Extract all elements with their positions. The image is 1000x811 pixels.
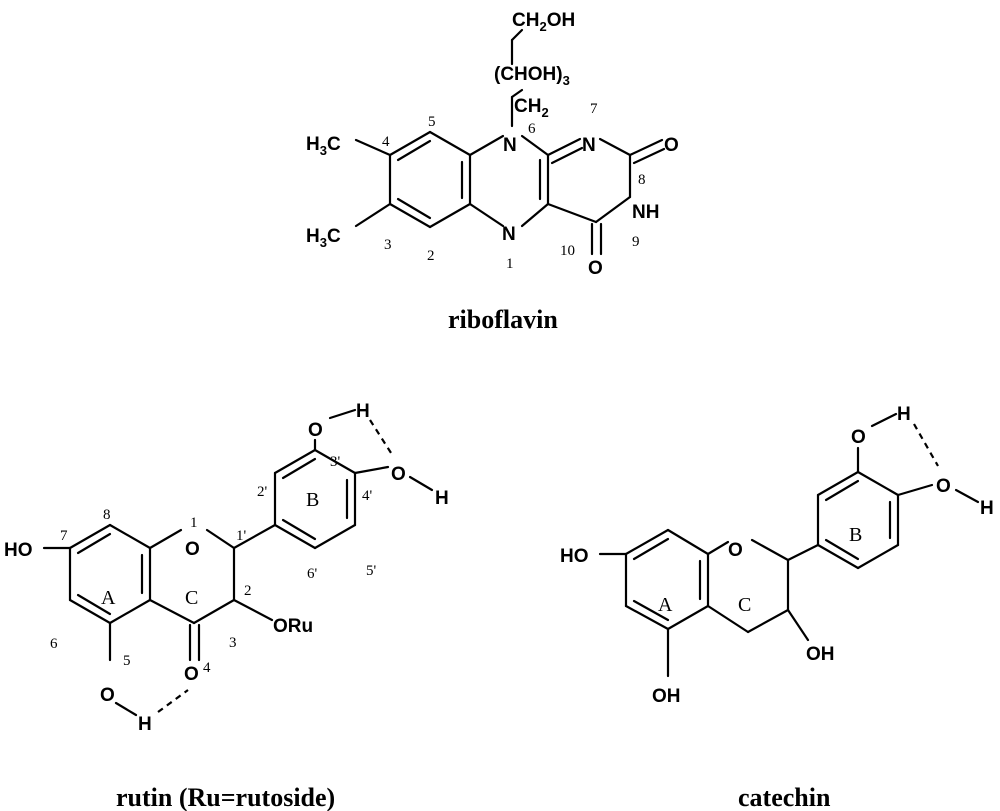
rutin-h4prime: H [435,488,449,509]
rutin-pos-5prime: 5' [366,563,377,579]
catechin-h4prime: H [980,498,994,519]
rutin-h3prime: H [356,401,370,422]
rutin-pos-7: 7 [60,528,68,544]
riboflavin-methyl-bottom: H3C [306,226,341,250]
catechin-oh-5: OH [652,686,681,707]
catechin-ring-oxygen: O [728,540,743,561]
riboflavin-pos-3: 3 [384,237,392,253]
rutin-ring-c: C [185,587,198,609]
rutin-pos-4prime: 4' [362,488,373,504]
riboflavin-pos-8: 8 [638,172,646,188]
rutin-pos-4: 4 [203,660,211,676]
riboflavin-methyl-top: H3C [306,134,341,158]
catechin-o3prime: O [851,427,866,448]
rutin-pos-2: 2 [244,583,252,599]
riboflavin-labels: N N N NH O O H3C H3C CH2OH (CHOH)3 CH2 1… [306,10,679,334]
riboflavin-o-carbonyl-top: O [664,135,679,156]
catechin-ho-7: HO [560,546,589,567]
rutin-ring-b: B [306,489,319,511]
rutin-pos-1prime: 1' [236,528,247,544]
rutin-name: rutin (Ru=rutoside) [116,783,335,811]
rutin-pos-5: 5 [123,653,131,669]
riboflavin-pos-6: 6 [528,121,536,137]
riboflavin-skeleton [354,28,780,260]
rutin-oru: ORu [273,616,313,637]
catechin-h3prime: H [897,404,911,425]
catechin-labels: HO O OH OH O H O H A C B catechin [560,404,994,811]
riboflavin-pos-9: 9 [632,234,640,250]
riboflavin-pos-5: 5 [428,114,436,130]
rutin-pos-6: 6 [50,636,58,652]
catechin-oh-3: OH [806,644,835,665]
rutin-h5: H [138,714,152,735]
riboflavin-n6: N [503,135,517,156]
rutin-pos-1: 1 [190,515,198,531]
rutin-o3prime: O [308,420,323,441]
rutin-structure [42,408,434,717]
riboflavin-o-carbonyl-bottom: O [588,258,603,279]
rutin-pos-2prime: 2' [257,484,268,500]
rutin-o4prime: O [391,464,406,485]
riboflavin-pos-1: 1 [506,256,514,272]
riboflavin-pos-10: 10 [560,243,575,259]
riboflavin-pos-4: 4 [382,134,390,150]
rutin-ring-a: A [101,587,116,609]
riboflavin-name: riboflavin [448,305,558,334]
riboflavin-chohx3: (CHOH)3 [494,64,570,88]
riboflavin-pos-7: 7 [590,101,598,117]
rutin-pos-3prime: 3' [330,454,341,470]
riboflavin-pos-2: 2 [427,248,435,264]
rutin-pos-6prime: 6' [307,566,318,582]
riboflavin-n1: N [502,224,516,245]
catechin-structure [598,412,980,678]
rutin-o5: O [100,685,115,706]
rutin-ho-7: HO [4,540,33,561]
rutin-carbonyl-oxygen: O [184,664,199,685]
rutin-pos-3: 3 [229,635,237,651]
riboflavin-n7: N [582,135,596,156]
catechin-name: catechin [738,783,831,811]
catechin-o4prime: O [936,476,951,497]
catechin-ring-c: C [738,594,751,616]
catechin-ring-b: B [849,524,862,546]
rutin-labels: HO O O O H O H O H ORu A C B 1 2 3 4 5 6… [4,401,449,811]
riboflavin-nh: NH [632,202,659,223]
rutin-ring-oxygen: O [185,539,200,560]
riboflavin-ch2oh: CH2OH [512,10,575,34]
riboflavin-ch2: CH2 [514,96,549,120]
rutin-pos-8: 8 [103,507,111,523]
catechin-ring-a: A [658,594,673,616]
